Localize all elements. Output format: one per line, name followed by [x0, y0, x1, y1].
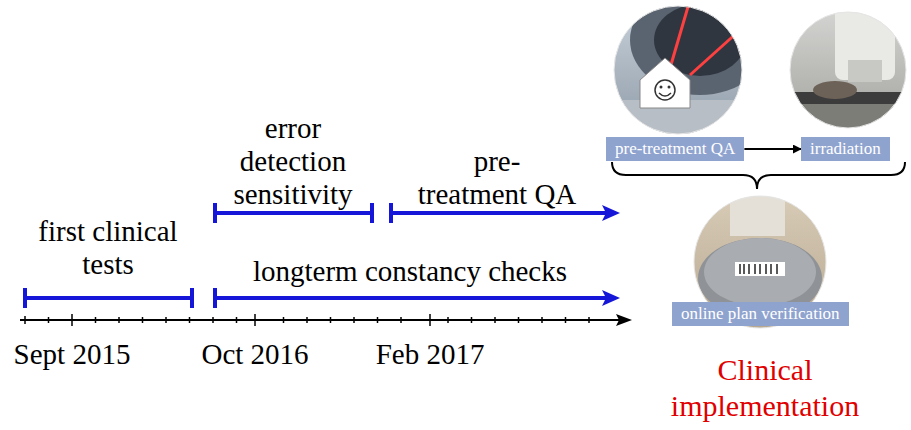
photo-caption-box: online plan verification — [672, 302, 849, 326]
caption-text: online plan verification — [681, 304, 840, 324]
period-label: longterm constancy checks — [220, 255, 600, 288]
caption-text: pre-treatment QA — [615, 139, 735, 159]
period-label: first clinical tests — [23, 215, 193, 281]
flow-arrow — [744, 148, 801, 150]
period-label: error detection sensitivity — [226, 112, 361, 211]
phantom-photo — [600, 0, 770, 140]
caption-text: irradiation — [810, 139, 881, 159]
time-axis — [20, 314, 632, 326]
date-label: Oct 2016 — [190, 338, 320, 371]
arrow-head — [602, 290, 620, 306]
linac-photo — [780, 0, 911, 144]
period-label: pre- treatment QA — [417, 145, 578, 211]
date-label: Sept 2015 — [2, 338, 142, 371]
arrow-head — [602, 205, 620, 221]
photo-caption-box: irradiation — [801, 137, 890, 161]
date-label: Feb 2017 — [365, 338, 495, 371]
curly-brace — [612, 162, 905, 189]
conclusion-label: Clinical implementation — [663, 352, 868, 424]
photo-caption-box: pre-treatment QA — [606, 137, 744, 161]
